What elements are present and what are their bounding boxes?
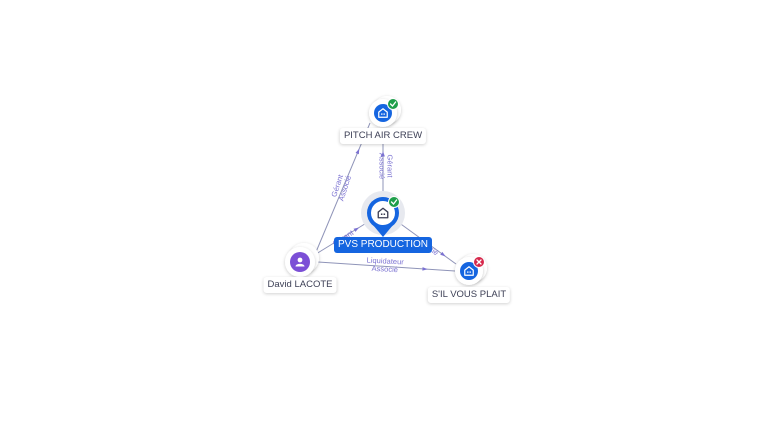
node-pvs[interactable] <box>361 191 405 237</box>
node-pitch[interactable] <box>369 96 401 127</box>
check-icon <box>388 196 400 208</box>
check-icon <box>387 98 399 110</box>
node-inner <box>371 201 395 225</box>
person-icon <box>295 257 305 267</box>
building-icon <box>378 108 388 118</box>
edge-arrow-icon <box>440 251 446 257</box>
building-icon <box>464 266 474 276</box>
edge-arrow-icon <box>422 267 428 271</box>
edge-line <box>315 122 371 253</box>
edge-line <box>317 261 456 272</box>
node-silvous[interactable] <box>455 254 487 285</box>
node-label-pvs[interactable]: PVS PRODUCTION <box>333 237 433 253</box>
building-icon <box>377 207 389 219</box>
cross-icon <box>473 256 485 268</box>
node-label-david[interactable]: David LACOTE <box>263 277 337 293</box>
edge-label: Associé <box>378 153 387 179</box>
node-label-pitch[interactable]: PITCH AIR CREW <box>339 128 427 144</box>
edge-arrow-icon <box>355 148 360 155</box>
edge-label: Liquidateur <box>366 256 404 267</box>
edge-label: Associé <box>371 264 398 274</box>
edge-label: Gérant <box>386 155 395 179</box>
node-david[interactable] <box>285 243 319 277</box>
node-label-silvous[interactable]: S'IL VOUS PLAIT <box>427 287 511 303</box>
edge-arrow-icon <box>353 227 360 232</box>
edge-arrow-icon <box>381 151 385 157</box>
